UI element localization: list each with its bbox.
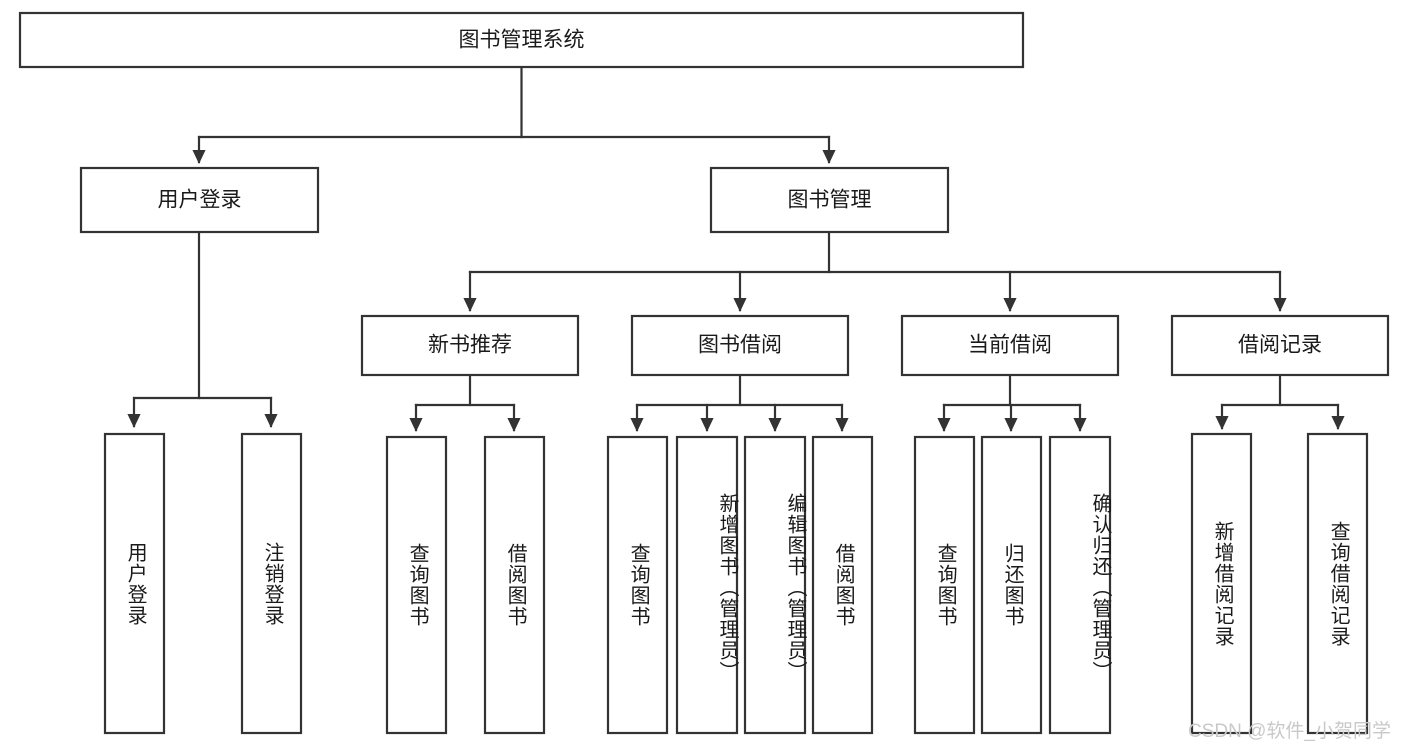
edge-book-manage-to-level2 [463,230,1287,312]
node-leaf-query-book-3[interactable] [913,435,976,735]
node-borrow-record[interactable] [1170,314,1390,377]
edge-root-to-level1 [192,65,836,164]
node-leaf-query-record[interactable] [1306,432,1369,735]
node-leaf-add-book[interactable] [675,435,739,735]
node-new-book-recommend-label: 新书推荐 [428,334,512,357]
node-current-borrow[interactable] [900,314,1120,377]
node-leaf-borrow-book-2[interactable] [811,435,874,735]
node-leaf-user-login[interactable] [103,432,166,735]
node-book-manage[interactable] [709,166,950,234]
node-book-borrow-label: 图书借阅 [698,334,782,357]
node-user-login[interactable] [79,166,320,234]
node-leaf-borrow-book-1[interactable] [483,435,546,735]
node-book-manage-label: 图书管理 [788,189,872,212]
node-leaf-query-book-2[interactable] [606,435,669,735]
node-root-label: 图书管理系统 [459,29,585,52]
edge-borrow-record-to-leaves [1215,373,1345,430]
node-leaf-edit-book[interactable] [743,435,807,735]
edge-current-borrow-to-leaves [937,373,1087,432]
edge-book-borrow-to-leaves [630,373,849,432]
node-leaf-return-book[interactable] [980,435,1043,735]
node-book-borrow[interactable] [630,314,850,377]
node-leaf-add-record[interactable] [1190,432,1253,735]
node-borrow-record-label: 借阅记录 [1238,334,1322,357]
edge-user-login-to-leaves [127,230,278,428]
node-user-login-label: 用户登录 [158,189,242,212]
node-root[interactable] [18,11,1025,69]
node-leaf-logout-login[interactable] [240,432,303,735]
node-leaf-confirm-return[interactable] [1048,435,1112,735]
node-new-book-recommend[interactable] [360,314,580,377]
edge-new-book-recommend-to-leaves [409,373,521,432]
node-leaf-query-book-1[interactable] [385,435,448,735]
node-current-borrow-label: 当前借阅 [968,334,1052,357]
